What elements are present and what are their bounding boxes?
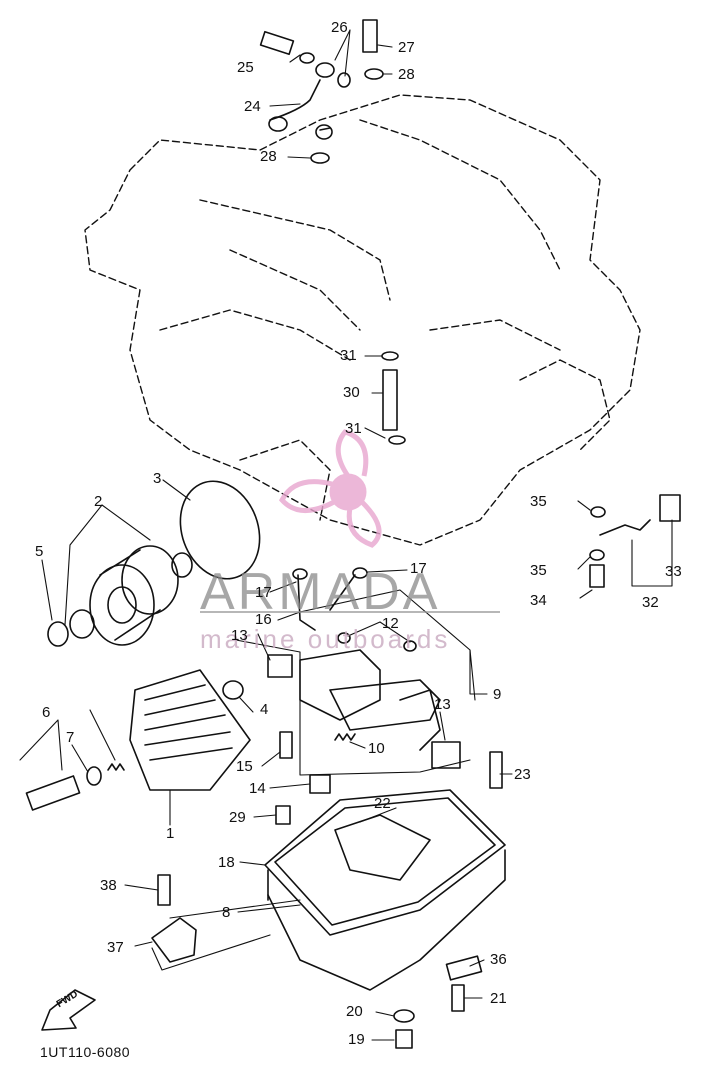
washer-20 (393, 1009, 415, 1023)
spring-10 (334, 733, 356, 741)
part-label-36: 36 (490, 951, 507, 968)
collar-14 (309, 774, 331, 794)
o-ring-17a (292, 568, 308, 580)
part-label-20: 20 (346, 1003, 363, 1020)
pipe-32 (589, 494, 681, 588)
part-label-26: 26 (331, 19, 348, 36)
o-ring-12a (337, 632, 351, 644)
engine-block-outline (84, 94, 641, 546)
part-label-1: 1 (166, 825, 175, 842)
cover-37 (151, 917, 197, 963)
baffle-22 (334, 814, 431, 881)
part-label-14: 14 (249, 780, 266, 797)
part-label-19: 19 (348, 1031, 365, 1048)
part-label-6: 6 (42, 704, 51, 721)
part-label-22: 22 (374, 795, 391, 812)
bolt-21 (451, 984, 465, 1012)
pin-29 (275, 805, 291, 825)
o-ring-5b (69, 609, 95, 639)
part-label-13b: 13 (434, 696, 451, 713)
washer-28a (364, 68, 384, 80)
bolt-15 (279, 731, 293, 759)
part-label-17a: 17 (255, 584, 272, 601)
part-label-24: 24 (244, 98, 261, 115)
fwd-arrow-icon (41, 989, 96, 1031)
part-label-28b: 28 (260, 148, 277, 165)
o-ring-4 (222, 680, 244, 700)
part-label-38: 38 (100, 877, 117, 894)
part-label-5: 5 (35, 543, 44, 560)
oil-pan-8 (264, 789, 506, 991)
part-label-25: 25 (237, 59, 254, 76)
part-label-29: 29 (229, 809, 246, 826)
part-label-35b: 35 (530, 562, 547, 579)
part-label-17b: 17 (410, 560, 427, 577)
bolt-38 (157, 874, 171, 906)
part-label-15: 15 (236, 758, 253, 775)
leader-lines (19, 29, 673, 1041)
o-ring-17b (352, 567, 368, 579)
washer-28b (310, 152, 330, 164)
pipe-24-assembly (268, 62, 335, 140)
bolt-23 (489, 751, 503, 789)
bolt-25 (259, 30, 295, 56)
oil-pipe-30 (381, 351, 406, 445)
bolt-27 (362, 19, 378, 53)
part-label-13a: 13 (231, 627, 248, 644)
part-label-35a: 35 (530, 493, 547, 510)
o-ring-12b (403, 640, 417, 652)
part-label-8: 8 (222, 904, 231, 921)
plug-19 (395, 1029, 413, 1049)
part-label-16: 16 (255, 611, 272, 628)
part-label-31b: 31 (345, 420, 362, 437)
part-label-4: 4 (260, 701, 269, 718)
o-ring-5 (47, 621, 69, 647)
pump-assembly-9 (267, 574, 461, 769)
part-label-18: 18 (218, 854, 235, 871)
spacer (171, 552, 193, 578)
part-label-9: 9 (493, 686, 502, 703)
bolt-6 (25, 775, 81, 811)
spring-7 (86, 766, 102, 786)
diagram-code: 1UT110-6080 (40, 1044, 131, 1060)
part-label-34: 34 (530, 592, 547, 609)
gasket-3 (179, 480, 261, 580)
watermark-propeller-logo (278, 429, 382, 548)
filter-cover-2 (89, 545, 179, 646)
part-label-2: 2 (94, 493, 103, 510)
washer-26a (299, 52, 315, 64)
washer-26b (337, 72, 351, 88)
part-label-23: 23 (514, 766, 531, 783)
part-label-28a: 28 (398, 66, 415, 83)
part-label-3: 3 (153, 470, 162, 487)
part-label-21: 21 (490, 990, 507, 1007)
watermark-brand: ARMADA (200, 563, 441, 621)
part-label-30: 30 (343, 384, 360, 401)
oil-filter-element-1 (129, 669, 251, 791)
part-label-31a: 31 (340, 347, 357, 364)
part-label-33: 33 (665, 563, 682, 580)
part-label-27: 27 (398, 39, 415, 56)
part-label-37: 37 (107, 939, 124, 956)
part-label-7: 7 (66, 729, 75, 746)
part-label-32: 32 (642, 594, 659, 611)
part-label-10: 10 (368, 740, 385, 757)
watermark-subtitle: marine outboards (200, 624, 451, 654)
plate-36 (445, 955, 483, 981)
spring-coils (107, 763, 125, 771)
part-label-12: 12 (382, 615, 399, 632)
